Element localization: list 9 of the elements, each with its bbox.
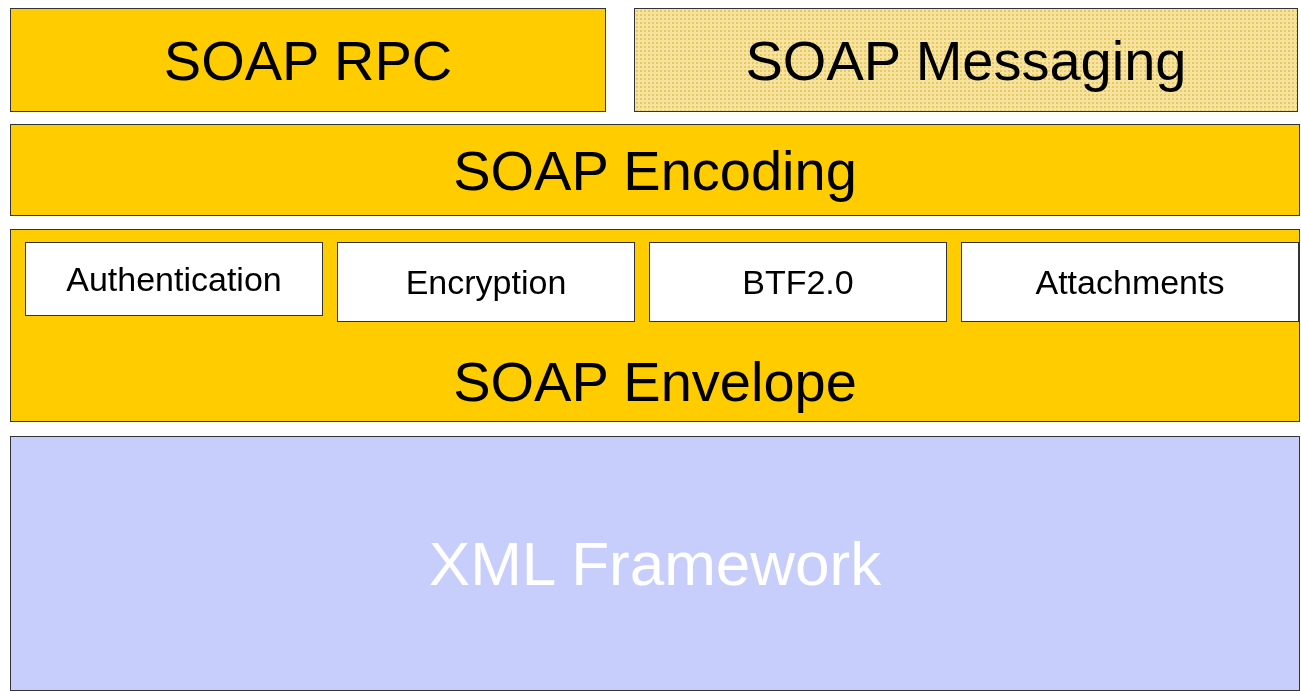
layer-band	[10, 229, 1300, 422]
module-box: BTF2.0	[649, 242, 947, 322]
layer-box: SOAP Encoding	[10, 124, 1300, 216]
layer-title: SOAP Envelope	[452, 349, 858, 415]
module-box: Authentication	[25, 242, 323, 316]
layer-box: SOAP RPC	[10, 8, 606, 112]
module-box: Encryption	[337, 242, 635, 322]
module-box: Attachments	[961, 242, 1299, 322]
layer-box: SOAP Messaging	[634, 8, 1298, 112]
